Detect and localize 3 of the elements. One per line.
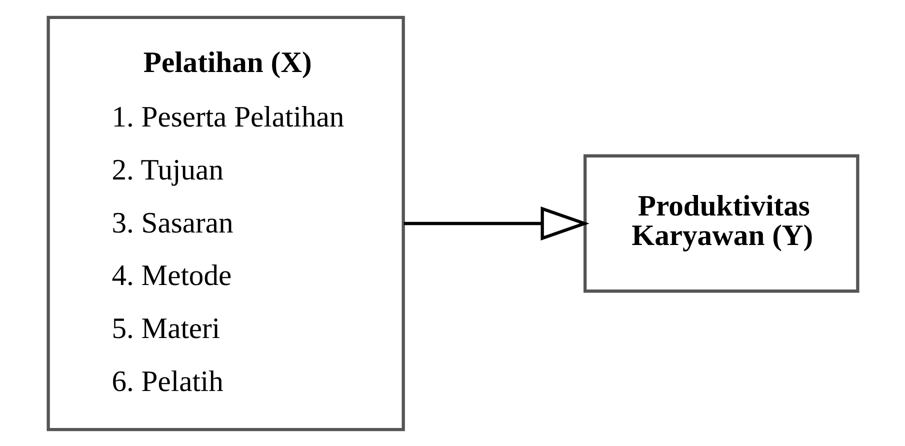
- arrow: [403, 206, 589, 240]
- node-box: Pelatihan (X) 1. Peserta Pelatihan 2. Tujuan 3. Sasaran 4. Metode 5. Materi 6. Pelatih: [46, 15, 404, 431]
- node-box: Produktivitas Karyawan (Y): [583, 154, 859, 292]
